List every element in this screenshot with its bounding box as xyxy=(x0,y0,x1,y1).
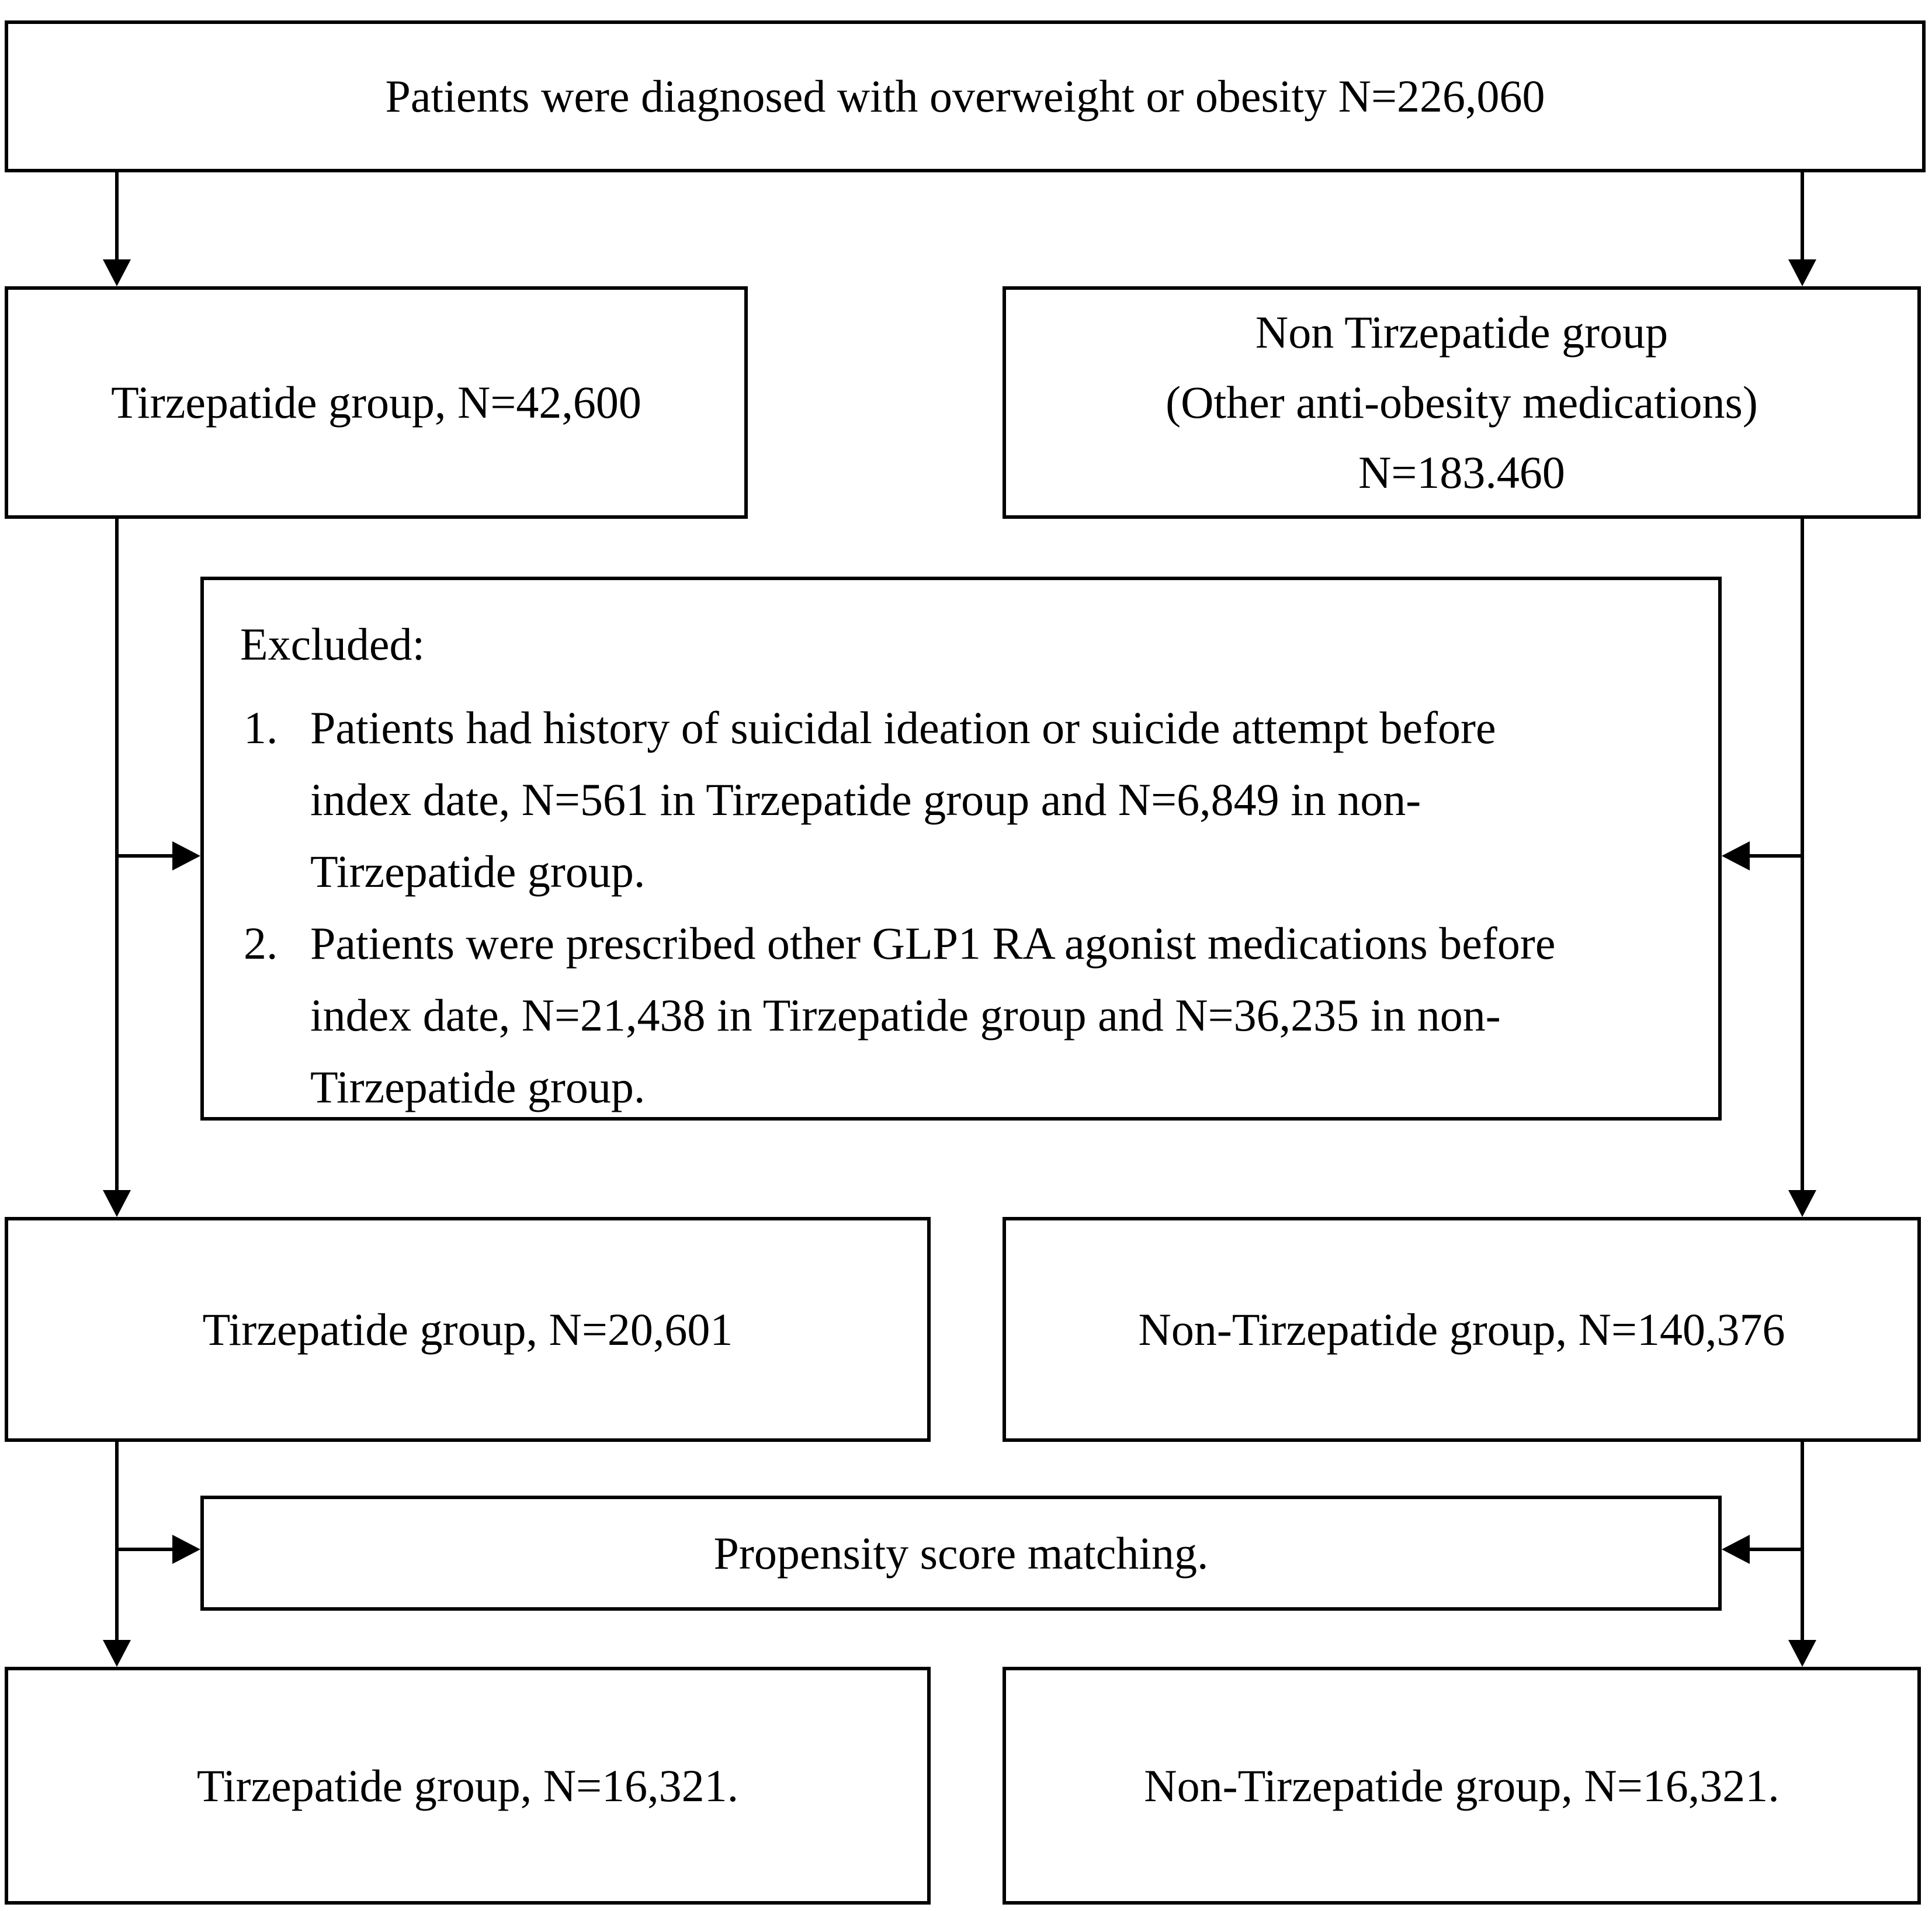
arrowhead-down-into-tirzepatide-matched-box xyxy=(103,1640,131,1667)
connector-top-to-non-tirzepatide xyxy=(1801,172,1804,266)
excluded-item-1-line-1: Patients had history of suicidal ideatio… xyxy=(310,702,1496,753)
non-tirzepatide-initial-box: Non Tirzepatide group (Other anti-obesit… xyxy=(1003,286,1921,519)
connector-non-tirzepatide-to-matched xyxy=(1801,1442,1804,1646)
tirzepatide-matched-box: Tirzepatide group, N=16,321. xyxy=(5,1667,931,1905)
arrowhead-right-into-propensity-box xyxy=(172,1535,200,1564)
connector-non-tirzepatide-to-after-exclusion xyxy=(1801,519,1804,1196)
top-box-label: Patients were diagnosed with overweight … xyxy=(385,71,1545,122)
branch-left-to-propensity xyxy=(115,1548,176,1551)
excluded-item-2-number: 2. xyxy=(244,918,278,969)
non-tirzepatide-initial-line2: (Other anti-obesity medications) xyxy=(1166,377,1758,428)
excluded-content: Excluded: 1. Patients had history of sui… xyxy=(204,580,1718,1123)
connector-tirzepatide-to-matched xyxy=(115,1442,119,1646)
non-tirzepatide-matched-box: Non-Tirzepatide group, N=16,321. xyxy=(1003,1667,1921,1905)
tirzepatide-matched-label: Tirzepatide group, N=16,321. xyxy=(196,1760,739,1811)
arrowhead-left-into-excluded-box xyxy=(1722,841,1750,870)
excluded-item-2: 2. Patients were prescribed other GLP1 R… xyxy=(240,907,1695,1123)
excluded-item-2-line-2: index date, N=21,438 in Tirzepatide grou… xyxy=(310,990,1501,1041)
excluded-item-2-line-3: Tirzepatide group. xyxy=(310,1062,646,1112)
connector-top-to-tirzepatide xyxy=(115,172,119,266)
tirzepatide-initial-box: Tirzepatide group, N=42,600 xyxy=(5,286,748,519)
tirzepatide-after-exclusion-label: Tirzepatide group, N=20,601 xyxy=(202,1303,733,1355)
non-tirzepatide-after-exclusion-box: Non-Tirzepatide group, N=140,376 xyxy=(1003,1217,1921,1442)
top-box: Patients were diagnosed with overweight … xyxy=(5,20,1926,172)
arrowhead-right-into-excluded-box xyxy=(172,841,200,870)
arrowhead-down-into-tirzepatide-after-exclusion-box xyxy=(103,1190,131,1217)
arrowhead-down-into-tirzepatide-box xyxy=(103,259,131,286)
branch-left-to-excluded xyxy=(115,854,176,858)
arrowhead-down-into-non-tirzepatide-after-exclusion-box xyxy=(1788,1190,1816,1217)
tirzepatide-initial-label: Tirzepatide group, N=42,600 xyxy=(111,377,641,428)
excluded-item-1-line-2: index date, N=561 in Tirzepatide group a… xyxy=(310,774,1421,825)
arrowhead-left-into-propensity-box xyxy=(1722,1535,1750,1564)
propensity-matching-box: Propensity score matching. xyxy=(200,1496,1722,1611)
arrowhead-down-into-non-tirzepatide-matched-box xyxy=(1788,1640,1816,1667)
excluded-box: Excluded: 1. Patients had history of sui… xyxy=(200,577,1722,1121)
branch-right-to-excluded xyxy=(1746,854,1804,858)
non-tirzepatide-initial-line1: Non Tirzepatide group xyxy=(1255,307,1669,358)
non-tirzepatide-initial-line3: N=183.460 xyxy=(1358,447,1565,498)
non-tirzepatide-matched-label: Non-Tirzepatide group, N=16,321. xyxy=(1144,1760,1780,1811)
excluded-item-1-number: 1. xyxy=(244,702,278,753)
non-tirzepatide-after-exclusion-label: Non-Tirzepatide group, N=140,376 xyxy=(1138,1303,1785,1355)
propensity-matching-label: Propensity score matching. xyxy=(713,1527,1209,1579)
branch-right-to-propensity xyxy=(1746,1548,1804,1551)
excluded-item-1-line-3: Tirzepatide group. xyxy=(310,846,646,897)
arrowhead-down-into-non-tirzepatide-box xyxy=(1788,259,1816,286)
excluded-item-1: 1. Patients had history of suicidal idea… xyxy=(240,692,1695,907)
connector-tirzepatide-to-after-exclusion xyxy=(115,519,119,1196)
excluded-item-2-line-1: Patients were prescribed other GLP1 RA a… xyxy=(310,918,1556,969)
tirzepatide-after-exclusion-box: Tirzepatide group, N=20,601 xyxy=(5,1217,931,1442)
excluded-heading: Excluded: xyxy=(240,619,425,670)
